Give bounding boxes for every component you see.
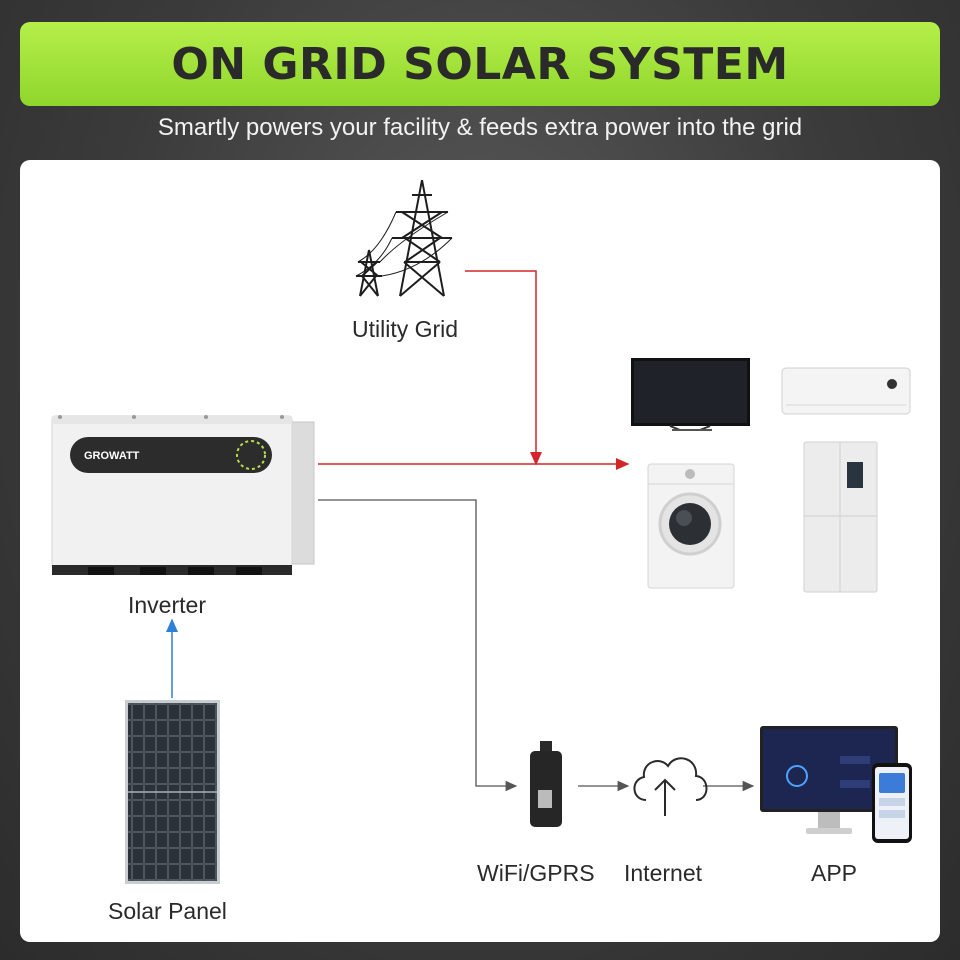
solar-panel-icon bbox=[125, 700, 220, 884]
washing-machine-icon bbox=[647, 463, 735, 589]
title-banner: ON GRID SOLAR SYSTEM bbox=[20, 22, 940, 106]
inverter-label: Inverter bbox=[128, 592, 206, 618]
inverter-to-wifi-line bbox=[318, 499, 518, 792]
page-title: ON GRID SOLAR SYSTEM bbox=[171, 38, 789, 90]
page-subtitle: Smartly powers your facility & feeds ext… bbox=[157, 114, 803, 141]
refrigerator-icon bbox=[803, 441, 878, 593]
tv-icon bbox=[631, 358, 750, 431]
app-label: APP bbox=[811, 860, 858, 886]
utility-grid-label: Utility Grid bbox=[352, 316, 459, 342]
internet-cloud-icon bbox=[633, 757, 708, 816]
app-phone-icon bbox=[872, 763, 912, 843]
solar-panel-label: Solar Panel bbox=[108, 898, 227, 924]
utility-grid-icon bbox=[355, 179, 453, 297]
wifi-gprs-label: WiFi/GPRS bbox=[477, 860, 595, 886]
inverter-icon bbox=[51, 415, 315, 575]
internet-label: Internet bbox=[624, 860, 702, 886]
air-conditioner-icon bbox=[781, 367, 911, 415]
wifi-gprs-dongle-icon bbox=[530, 741, 562, 827]
grid-to-load-line bbox=[465, 270, 542, 466]
inverter-brand-label: GROWATT bbox=[84, 450, 140, 462]
